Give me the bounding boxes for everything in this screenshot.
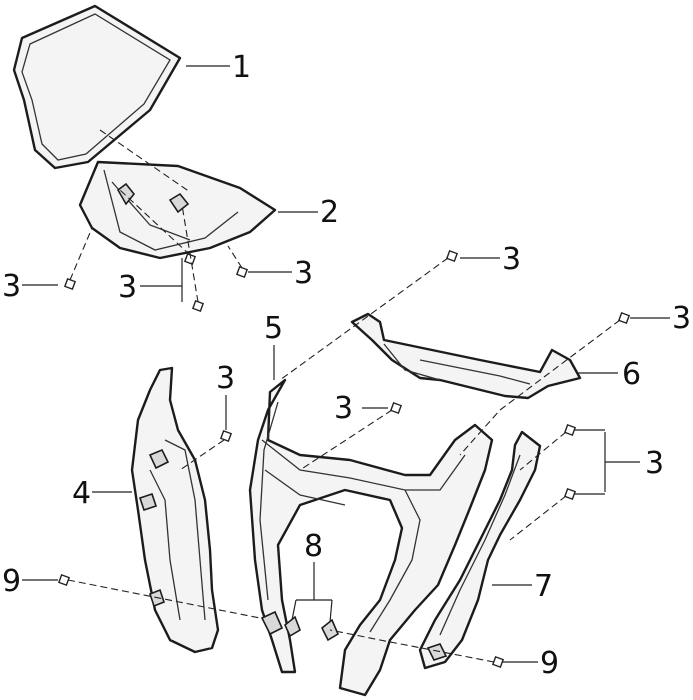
screws [57, 249, 631, 669]
callout-8: 8 [304, 529, 323, 564]
part-bracket [350, 312, 582, 400]
callout-3-bracket-top: 3 [502, 242, 521, 277]
callout-3-far-right: 3 [672, 301, 691, 336]
callout-9-bottom: 9 [540, 646, 559, 681]
callout-labels: 1 2 3 3 3 3 3 3 3 3 4 5 6 7 8 9 9 [2, 50, 691, 681]
part-front-cowl [248, 378, 494, 697]
callout-4: 4 [72, 476, 91, 511]
part-upper-cover [78, 160, 277, 260]
callout-2: 2 [320, 195, 339, 230]
part-left-side-panel [130, 366, 220, 654]
assembly-lines [67, 129, 621, 663]
callout-3-cover-bottom: 3 [118, 270, 137, 305]
callout-3-right-panel: 3 [645, 446, 664, 481]
callout-3-left-panel: 3 [216, 361, 235, 396]
callout-5: 5 [264, 311, 283, 346]
part-right-side-panel [418, 430, 542, 670]
callout-9-left: 9 [2, 564, 21, 599]
callout-3-center: 3 [334, 391, 353, 426]
callout-1: 1 [232, 50, 251, 85]
callout-3-cover-right: 3 [294, 256, 313, 291]
leader-lines [22, 65, 670, 663]
callout-6: 6 [622, 357, 641, 392]
callout-3-left: 3 [2, 269, 21, 304]
callout-7: 7 [534, 569, 553, 604]
part-windscreen [12, 4, 182, 170]
